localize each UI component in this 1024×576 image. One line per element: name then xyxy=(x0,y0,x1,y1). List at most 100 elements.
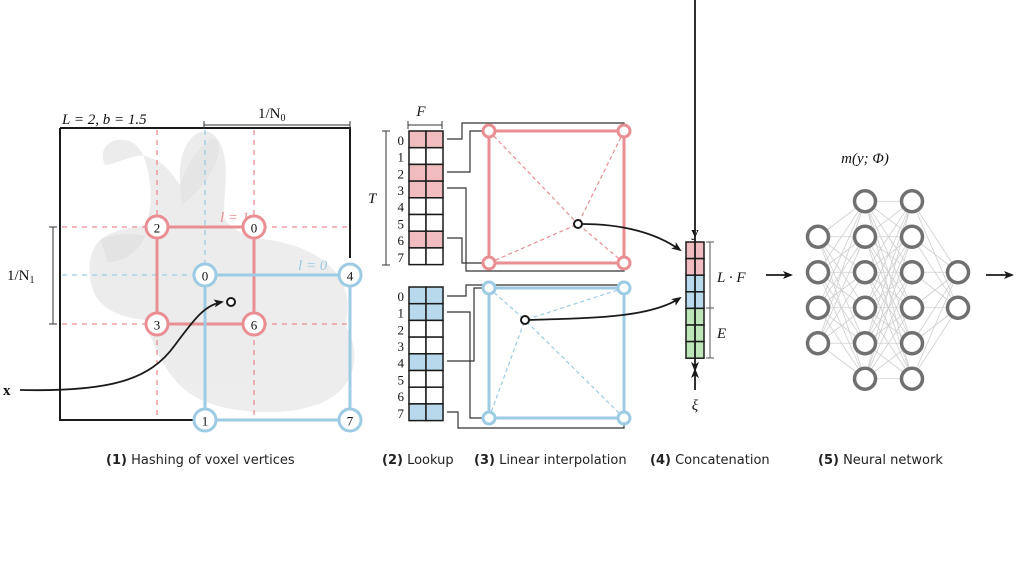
panel-hashing: l = 1 l = 0 2 0 3 6 0 4 1 xyxy=(3,106,363,433)
level0-voxel xyxy=(203,273,352,422)
feature-cell xyxy=(408,213,427,232)
row-index: 5 xyxy=(398,372,405,387)
network-title: m(y; Φ) xyxy=(841,151,889,167)
hash-table-row: 5 xyxy=(398,213,444,232)
feature-cell xyxy=(425,146,444,166)
hash-table-row: 5 xyxy=(398,369,444,388)
level0-grid xyxy=(62,130,206,276)
hash-table-row: 0 xyxy=(398,286,444,305)
network-edge xyxy=(817,236,866,344)
feature-cell xyxy=(425,163,444,182)
svg-text:4: 4 xyxy=(347,269,354,284)
feature-cell xyxy=(425,213,444,232)
interp-point-level0 xyxy=(520,315,530,325)
hash-table-row: 2 xyxy=(398,319,444,338)
interp-square-level1 xyxy=(481,123,632,271)
neuron-layer-0 xyxy=(805,224,831,249)
E-label: E xyxy=(716,326,726,342)
arrow-level1-to-y xyxy=(581,223,682,252)
feature-cell xyxy=(425,230,444,249)
neuron-layer-1 xyxy=(852,295,878,320)
xi-label: ξ xyxy=(692,398,699,414)
neuron-layer-3 xyxy=(945,295,971,320)
network-edge xyxy=(911,272,959,344)
feature-cell xyxy=(408,197,427,216)
level1-vertex: 3 xyxy=(144,311,170,337)
feature-cell xyxy=(408,163,427,182)
params-label: L = 2, b = 1.5 xyxy=(61,112,147,128)
hash-table-row: 3 xyxy=(398,180,444,199)
feature-cell xyxy=(425,286,444,305)
feature-cell xyxy=(425,197,444,216)
row-index: 3 xyxy=(398,339,405,354)
hash-table-row: 1 xyxy=(398,302,444,322)
hash-table-row: 0 xyxy=(398,130,444,149)
row-index: 1 xyxy=(398,306,405,321)
network-edge xyxy=(864,272,913,379)
level0-label: l = 0 xyxy=(298,258,328,274)
lookup-connectors-level1 xyxy=(447,122,625,272)
feature-cell xyxy=(408,403,427,422)
hash-table-row: 3 xyxy=(398,336,444,355)
network-edge xyxy=(817,201,866,344)
captions: (1) Hashing of voxel vertices (2) Lookup… xyxy=(106,453,943,468)
feature-cell xyxy=(425,386,444,405)
network-edge xyxy=(864,201,913,273)
svg-text:3: 3 xyxy=(154,318,161,333)
svg-text:7: 7 xyxy=(347,414,354,429)
network-edge xyxy=(864,201,913,308)
level0-vertex: 1 xyxy=(192,407,218,433)
feature-cell xyxy=(408,319,427,338)
feature-cell xyxy=(408,353,427,372)
neuron-layer-2 xyxy=(899,224,925,249)
row-index: 3 xyxy=(398,183,405,198)
row-index: 1 xyxy=(398,150,405,165)
neuron-layer-3 xyxy=(945,260,971,285)
row-index: 6 xyxy=(398,389,405,404)
network-edge xyxy=(817,272,866,344)
hash-table-row: 7 xyxy=(398,247,444,266)
feature-cell xyxy=(425,403,444,422)
panel-concatenation: y L · F E ξ xyxy=(685,0,746,414)
neuron-layer-1 xyxy=(852,189,878,214)
caption-neural-network: (5) Neural network xyxy=(818,453,943,468)
neuron-layer-2 xyxy=(899,189,925,214)
neuron-layer-1 xyxy=(852,366,878,391)
level0-vertex: 4 xyxy=(337,262,363,288)
n0-dimension: 1/N0 xyxy=(203,106,351,129)
feature-cell xyxy=(425,302,444,322)
hash-table-row: 1 xyxy=(398,146,444,166)
feature-cell xyxy=(408,230,427,249)
lookup-connectors-level0 xyxy=(447,284,625,429)
caption-lookup: (2) Lookup xyxy=(382,453,454,468)
level1-vertex: 0 xyxy=(241,214,267,240)
neuron-layer-0 xyxy=(805,260,831,285)
svg-text:0: 0 xyxy=(202,269,209,284)
caption-concatenation: (4) Concatenation xyxy=(650,453,770,468)
feature-cell xyxy=(408,286,427,305)
neuron-layer-0 xyxy=(805,331,831,356)
caption-interpolation: (3) Linear interpolation xyxy=(474,453,627,468)
network-edge xyxy=(817,201,866,273)
arrow-level0-to-y xyxy=(528,296,682,321)
caption-hashing: (1) Hashing of voxel vertices xyxy=(106,453,295,468)
feature-cell xyxy=(425,336,444,355)
feature-cell xyxy=(425,247,444,266)
feature-cell xyxy=(408,336,427,355)
feature-cell xyxy=(408,247,427,266)
svg-text:0: 0 xyxy=(251,221,258,236)
network-nodes xyxy=(805,189,971,391)
svg-text:2: 2 xyxy=(154,221,161,236)
feature-cell xyxy=(425,180,444,199)
row-index: 7 xyxy=(398,250,405,265)
row-index: 7 xyxy=(398,406,405,421)
svg-text:1/N0: 1/N0 xyxy=(258,106,286,124)
svg-text:1: 1 xyxy=(202,414,209,429)
hash-table-row: 2 xyxy=(398,163,444,182)
row-index: 4 xyxy=(398,356,405,371)
neuron-layer-1 xyxy=(852,260,878,285)
level0-vertex: 7 xyxy=(337,407,363,433)
